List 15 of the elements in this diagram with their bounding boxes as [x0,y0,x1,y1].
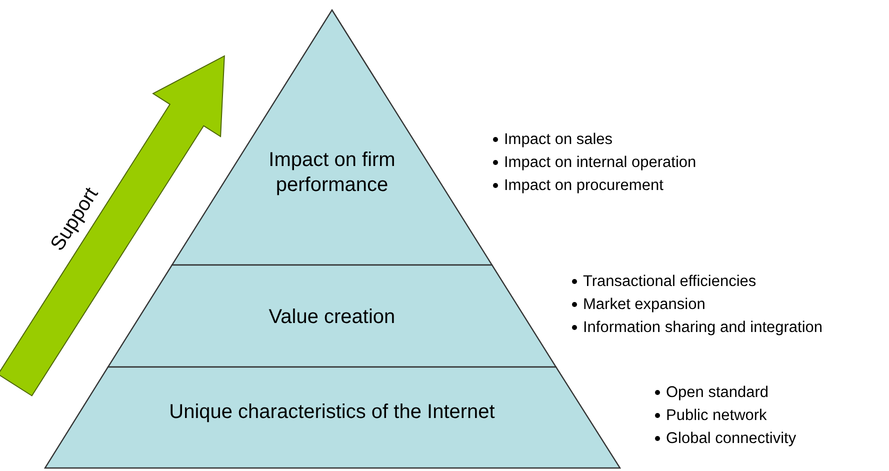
bullet-text: Open standard [666,383,769,403]
tier-label: Unique characteristics of the Internet [168,400,496,425]
tier-label: Value creation [268,305,396,330]
bullet-text: Impact on sales [504,130,613,150]
pyramid-top-tier [172,10,492,265]
bullet-text: Impact on procurement [504,176,664,196]
tier-label: Impact on firm performance [268,148,396,198]
bullet-text: Information sharing and integration [583,318,823,338]
pyramid-tier [45,367,620,468]
bullet-text: Global connectivity [666,429,796,449]
pyramid-tier [108,265,556,367]
bullet-text: Public network [666,406,767,426]
bullet-text: Transactional efficiencies [583,272,756,292]
bullet-text: Impact on internal operation [504,153,696,173]
bullet-text: Market expansion [583,295,706,315]
